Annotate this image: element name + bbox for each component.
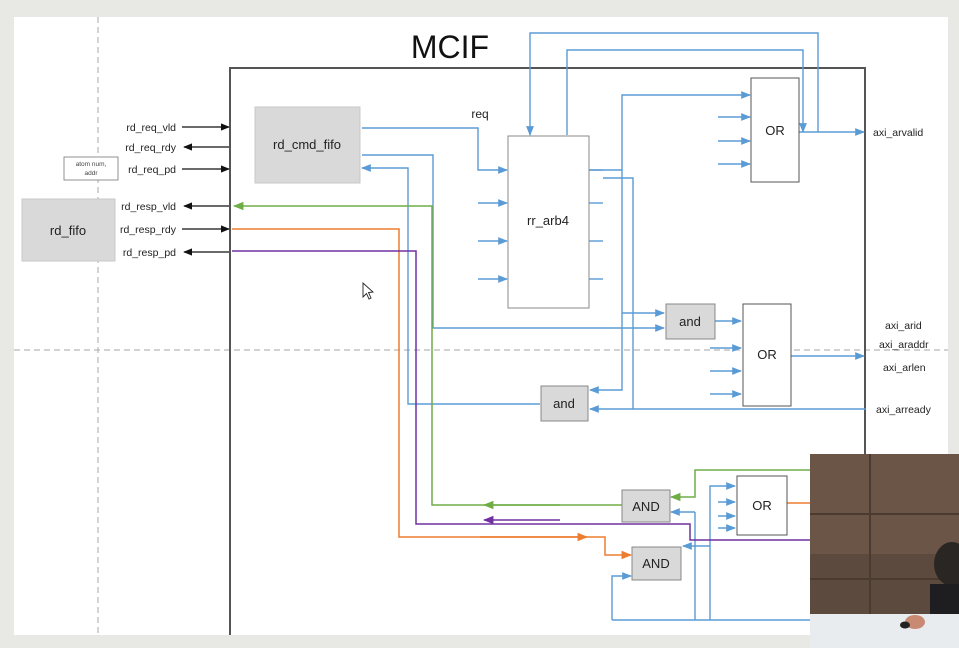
or-gate-arvalid [750, 77, 800, 183]
pd-note-line1: atom num, [76, 161, 107, 168]
signal-rd-resp-pd: rd_resp_pd [123, 247, 176, 259]
signal-rd-req-rdy: rd_req_rdy [125, 142, 177, 154]
and-gate-2-label: and [553, 396, 575, 411]
pd-note-line2: addr [84, 170, 98, 177]
signal-rd-resp-vld: rd_resp_vld [121, 201, 176, 213]
signal-axi-arready: axi_arready [876, 404, 932, 416]
or-gate-arvalid-label: OR [765, 123, 785, 138]
rr-arb4-block [507, 135, 590, 309]
or-gate-resp [736, 475, 788, 536]
rd-fifo-label: rd_fifo [50, 223, 86, 238]
and-gate-3 [621, 489, 671, 523]
diagram-title: MCIF [411, 29, 489, 65]
and-gate-1 [665, 303, 716, 340]
signal-rd-resp-rdy: rd_resp_rdy [120, 224, 177, 236]
pd-note-box [63, 156, 119, 181]
rd-cmd-fifo-block [254, 106, 361, 184]
signal-rd-req-pd: rd_req_pd [128, 164, 176, 176]
mcif-boundary [229, 67, 866, 635]
slide-canvas: MCIF [14, 17, 948, 635]
green-wire-axi [669, 469, 810, 502]
rd-cmd-fifo-label: rd_cmd_fifo [273, 137, 341, 152]
signal-rd-req-vld: rd_req_vld [126, 122, 176, 134]
signal-axi-arvalid: axi_arvalid [873, 127, 923, 139]
interface-arrows [182, 123, 230, 256]
rd-fifo-block [21, 198, 116, 262]
rr-arb4-label: rr_arb4 [527, 213, 569, 228]
signal-axi-arlen: axi_arlen [883, 362, 926, 374]
and-gate-4 [631, 546, 682, 581]
mcif-diagram: MCIF [14, 17, 948, 635]
signal-axi-arid: axi_arid [885, 320, 922, 332]
or-gate-arid-label: OR [757, 347, 777, 362]
presenter-webcam-overlay [810, 454, 959, 648]
blue-wires [361, 32, 866, 621]
or-gate-arid [742, 303, 792, 407]
and-gate-1-label: and [679, 314, 701, 329]
mouse-pointer-icon [362, 281, 375, 300]
and-gate-4-label: AND [642, 556, 669, 571]
or-gate-resp-label: OR [752, 498, 772, 513]
req-label: req [471, 107, 488, 121]
and-gate-2 [540, 385, 589, 422]
signal-axi-araddr: axi_araddr [879, 339, 929, 351]
purple-wire-resp-pd [232, 250, 810, 541]
and-gate-3-label: AND [632, 499, 659, 514]
